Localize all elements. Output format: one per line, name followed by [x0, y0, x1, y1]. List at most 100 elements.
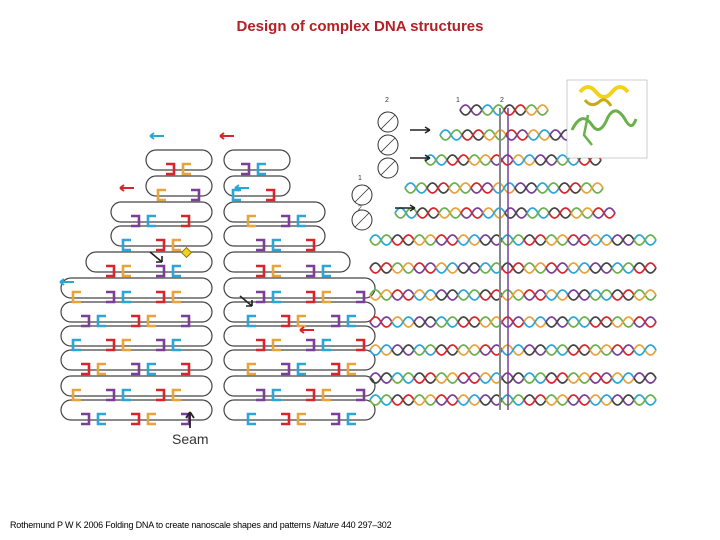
- staple-bracket: [241, 162, 251, 176]
- staple-bracket: [246, 214, 256, 228]
- helix-strand: [391, 344, 415, 356]
- helix-strand: [548, 207, 572, 219]
- staple-bracket: [156, 264, 166, 278]
- staple-bracket: [146, 362, 156, 376]
- helix-strand: [369, 262, 393, 274]
- helix-strand: [479, 372, 503, 384]
- pointer-arrow: [395, 204, 416, 212]
- helix-strand: [633, 316, 657, 328]
- helix-strand: [611, 344, 635, 356]
- staple-bracket: [81, 412, 91, 426]
- helix-strand: [369, 289, 393, 301]
- helix-strand: [501, 262, 525, 274]
- scaffold-loop-right: [223, 225, 326, 247]
- helix-strand: [424, 154, 448, 166]
- helix-strand: [482, 207, 506, 219]
- helix-strand: [481, 104, 505, 116]
- staple-bracket: [96, 412, 106, 426]
- origami-folding-path-diagram: [59, 132, 376, 428]
- helix-strand: [391, 316, 415, 328]
- strand-direction-arrow: [219, 132, 234, 140]
- helix-strand: [589, 394, 613, 406]
- helix-strand: [461, 129, 485, 141]
- helix-strand: [369, 394, 393, 406]
- helix-strand: [435, 234, 459, 246]
- scaffold-loop-left: [60, 301, 213, 323]
- staple-bracket: [256, 290, 266, 304]
- helix-strand: [391, 262, 415, 274]
- helix-strand: [589, 234, 613, 246]
- helix-strand: [435, 289, 459, 301]
- staple-bracket: [156, 238, 166, 252]
- helix-strand: [479, 394, 503, 406]
- staple-bracket: [171, 338, 181, 352]
- helix-strand: [523, 344, 547, 356]
- helix-strand: [558, 182, 582, 194]
- staple-bracket: [306, 238, 316, 252]
- staple-bracket: [296, 214, 306, 228]
- helix-strand: [369, 372, 393, 384]
- staple-bracket: [296, 362, 306, 376]
- staple-bracket: [321, 388, 331, 402]
- helix-strand: [501, 372, 525, 384]
- cross-section-diameter: [354, 187, 370, 203]
- helix-strand: [525, 104, 549, 116]
- staple-bracket: [321, 290, 331, 304]
- staple-bracket: [171, 238, 181, 252]
- helix-strand: [611, 234, 635, 246]
- scaffold-loop-left: [145, 175, 213, 197]
- staple-bracket: [71, 338, 81, 352]
- helix-strand: [501, 344, 525, 356]
- staple-bracket: [106, 290, 116, 304]
- helix-strand: [391, 394, 415, 406]
- cross-section-diameter: [354, 212, 370, 228]
- top-label-3: 2: [500, 97, 504, 104]
- helix-strand: [536, 182, 560, 194]
- helix-strand: [633, 289, 657, 301]
- top-label-2: 1: [456, 97, 460, 104]
- helix-strand: [501, 394, 525, 406]
- helix-strand: [369, 344, 393, 356]
- scaffold-loop-right: [223, 175, 291, 197]
- helix-strand: [404, 182, 428, 194]
- staple-bracket: [131, 412, 141, 426]
- helix-strand: [459, 104, 483, 116]
- diagonal-arrow: [149, 251, 163, 263]
- helix-strand: [580, 182, 604, 194]
- staple-bracket: [181, 214, 191, 228]
- staple-bracket: [246, 314, 256, 328]
- helix-strand: [523, 372, 547, 384]
- staple-bracket: [281, 214, 291, 228]
- helix-strand: [501, 234, 525, 246]
- staple-bracket: [121, 388, 131, 402]
- helix-strand: [391, 234, 415, 246]
- citation-journal: Nature: [312, 520, 339, 530]
- helix-strand: [567, 316, 591, 328]
- staple-bracket: [156, 188, 166, 202]
- cross-section-diameter: [380, 160, 396, 176]
- helix-strand: [391, 372, 415, 384]
- scaffold-loop-right: [223, 201, 326, 223]
- helix-strand: [435, 394, 459, 406]
- staple-bracket: [156, 388, 166, 402]
- helix-strand: [369, 316, 393, 328]
- helix-strand: [526, 207, 550, 219]
- helix-strand: [369, 234, 393, 246]
- staple-bracket: [181, 162, 191, 176]
- helix-strand: [457, 262, 481, 274]
- slide-title: Design of complex DNA structures: [236, 18, 484, 35]
- staple-bracket: [256, 264, 266, 278]
- top-label-1: 2: [385, 97, 389, 104]
- helix-strand: [523, 262, 547, 274]
- diagonal-arrow: [239, 295, 253, 307]
- helix-strand: [633, 372, 657, 384]
- helix-strand: [457, 372, 481, 384]
- helix-strand: [479, 344, 503, 356]
- helix-strand: [413, 372, 437, 384]
- staple-bracket: [256, 238, 266, 252]
- helix-strand: [501, 316, 525, 328]
- staple-bracket: [331, 362, 341, 376]
- helix-inset-image: [566, 79, 648, 159]
- helix-strand: [479, 234, 503, 246]
- staple-bracket: [121, 338, 131, 352]
